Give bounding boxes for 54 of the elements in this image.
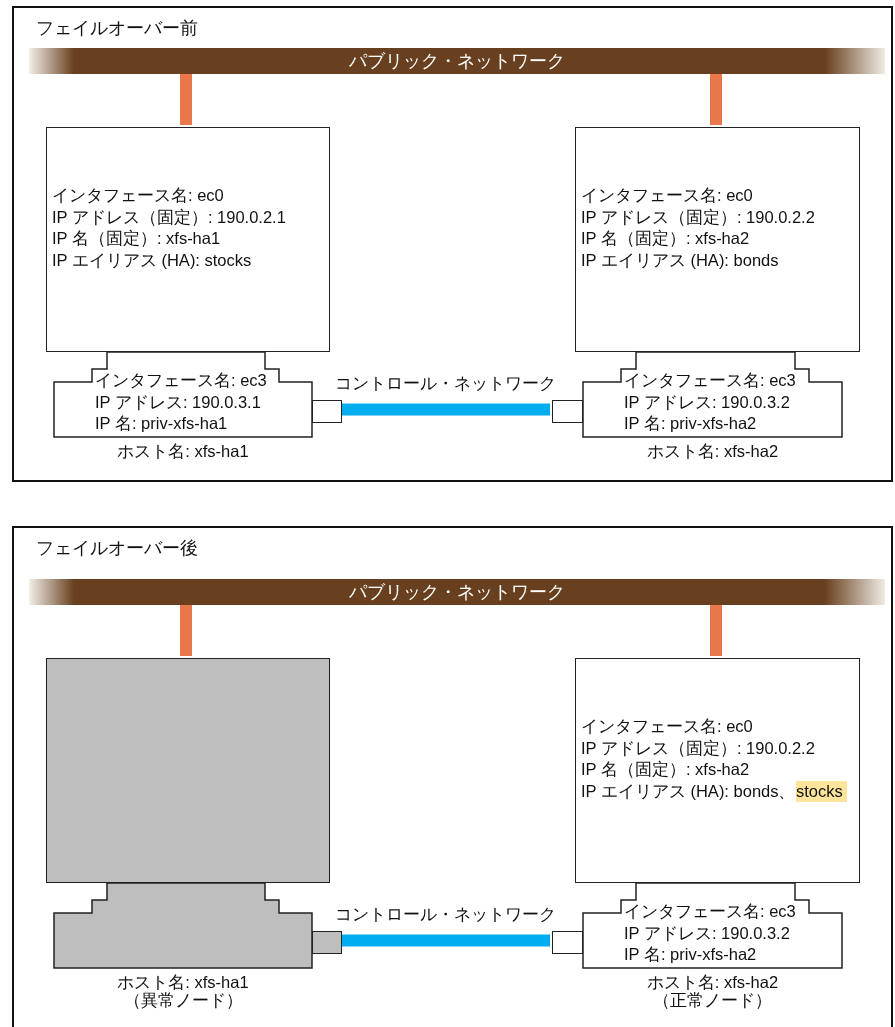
interface-info: IP 名（固定）: xfs-ha2 <box>581 228 750 249</box>
interface-info: インタフェース名: ec0 <box>581 185 753 206</box>
interface-info: インタフェース名: ec0 <box>52 185 224 206</box>
host-box <box>46 658 330 883</box>
interface-info: インタフェース名: ec3 <box>624 370 796 391</box>
host-name-label: ホスト名: xfs-ha1 <box>117 442 249 461</box>
interface-info: IP アドレス: 190.0.3.1 <box>95 391 261 413</box>
host-box <box>46 127 330 352</box>
port-box <box>552 400 583 423</box>
interface-info: IP アドレス（固定）: 190.0.2.2 <box>581 737 815 759</box>
host-name-label: ホスト名: xfs-ha1 <box>117 973 249 992</box>
network-link <box>180 603 192 656</box>
interface-info: インタフェース名: ec0 <box>581 716 753 737</box>
network-link <box>340 403 550 416</box>
highlighted-text: stocks <box>796 781 847 802</box>
interface-card <box>54 883 312 968</box>
host-box <box>575 658 860 883</box>
interface-info: インタフェース名: ec3 <box>624 901 796 922</box>
host-name-label: ホスト名: xfs-ha2 <box>646 442 779 461</box>
port-box <box>312 400 342 423</box>
host-name-label: （正常ノード） <box>653 991 772 1010</box>
interface-info: IP アドレス: 190.0.3.2 <box>624 922 790 944</box>
interface-info: IP アドレス（固定）: 190.0.2.2 <box>581 206 815 228</box>
port-box <box>312 931 342 954</box>
network-bar: パブリック・ネットワーク <box>29 48 885 74</box>
interface-info: IP 名（固定）: xfs-ha1 <box>52 228 221 249</box>
host-name-label: （異常ノード） <box>123 991 243 1010</box>
interface-info: IP 名: priv-xfs-ha2 <box>624 944 757 965</box>
network-link <box>710 72 722 125</box>
interface-info: IP アドレス（固定）: 190.0.2.1 <box>52 206 286 228</box>
interface-info: IP エイリアス (HA): bonds、 <box>581 780 796 802</box>
network-link <box>710 603 722 656</box>
network-link <box>180 72 192 125</box>
interface-card <box>583 352 842 437</box>
edge-label: コントロール・ネットワーク <box>334 904 556 925</box>
interface-info: IP 名（固定）: xfs-ha2 <box>581 759 750 780</box>
edge-label: コントロール・ネットワーク <box>334 373 556 394</box>
panel-frame <box>12 526 893 1027</box>
interface-info: インタフェース名: ec3 <box>95 370 267 391</box>
interface-info: IP 名: priv-xfs-ha2 <box>624 413 757 434</box>
interface-card <box>583 883 842 968</box>
network-bar: パブリック・ネットワーク <box>29 579 885 605</box>
interface-info: IP アドレス: 190.0.3.2 <box>624 391 790 413</box>
host-box <box>575 127 860 352</box>
panel-title: フェイルオーバー後 <box>36 537 198 560</box>
port-box <box>552 931 583 954</box>
network-link <box>340 934 550 947</box>
interface-info: IP 名: priv-xfs-ha1 <box>95 413 228 434</box>
panel-frame <box>12 6 893 482</box>
interface-card <box>54 352 312 437</box>
interface-info: IP エイリアス (HA): bonds <box>581 249 779 271</box>
host-name-label: ホスト名: xfs-ha2 <box>646 973 779 992</box>
panel-title: フェイルオーバー前 <box>36 17 198 40</box>
interface-info: IP エイリアス (HA): stocks <box>52 249 252 271</box>
